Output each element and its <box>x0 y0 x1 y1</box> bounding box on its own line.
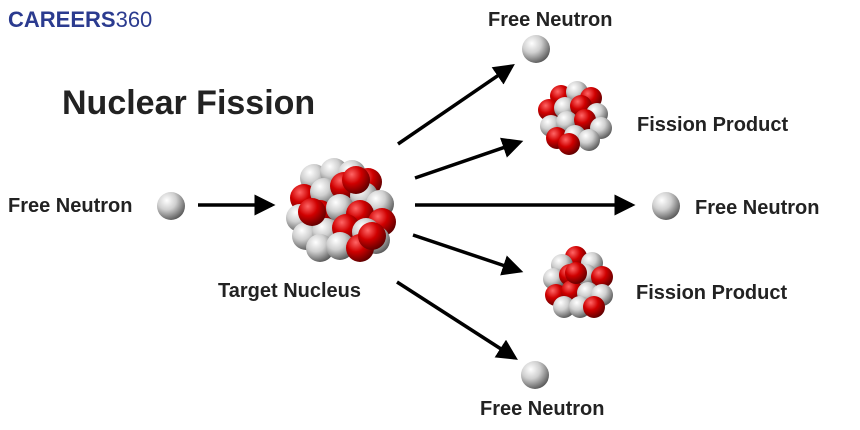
middle-neutron-label: Free Neutron <box>695 197 819 219</box>
target-nucleus <box>286 158 396 262</box>
proton <box>298 198 326 226</box>
top-neutron-label: Free Neutron <box>488 9 612 31</box>
lower-product-label: Fission Product <box>636 282 787 304</box>
bottom-neutron-label: Free Neutron <box>480 398 604 420</box>
lower-fission-product <box>543 246 613 318</box>
arrow-to-lower-product <box>412 233 524 276</box>
proton <box>538 99 560 121</box>
neutron-particle <box>578 129 600 151</box>
proton <box>558 133 580 155</box>
upper-fission-product <box>538 81 612 155</box>
arrow-to-bottom-neutron <box>396 280 518 360</box>
incoming-neutron-label: Free Neutron <box>8 195 132 217</box>
logo-number: 360 <box>116 7 153 32</box>
upper-product-label: Fission Product <box>637 114 788 136</box>
proton <box>342 166 370 194</box>
top-free-neutron <box>522 35 550 63</box>
logo-word: CAREERS <box>8 7 116 32</box>
proton <box>583 296 605 318</box>
proton <box>591 266 613 288</box>
neutron-particle <box>553 296 575 318</box>
careers360-logo: CAREERS360 <box>8 7 152 32</box>
proton <box>565 262 587 284</box>
diagram-title: Nuclear Fission <box>62 84 315 122</box>
proton <box>358 222 386 250</box>
middle-free-neutron <box>652 192 680 220</box>
arrow-to-upper-product <box>414 137 524 180</box>
target-nucleus-label: Target Nucleus <box>218 280 361 302</box>
arrow-to-top-neutron <box>397 64 515 146</box>
incoming-neutron <box>157 192 185 220</box>
bottom-free-neutron <box>521 361 549 389</box>
